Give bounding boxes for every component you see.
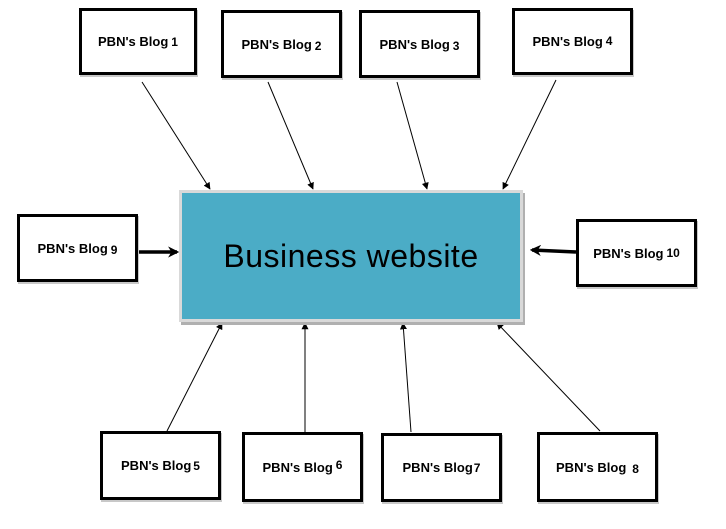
business-website-node: Business website xyxy=(179,190,523,322)
blog-node-label: PBN's Blog xyxy=(532,34,603,49)
arrow-blog-7-to-hub xyxy=(399,322,412,433)
arrow-blog-8-to-hub xyxy=(496,322,601,432)
blog-node-number: 2 xyxy=(314,39,322,53)
blog-node-label: PBN's Blog xyxy=(98,34,169,49)
blog-node-number: 5 xyxy=(193,458,200,473)
blog-node-label: PBN's Blog xyxy=(402,460,473,475)
arrow-blog-4-to-hub xyxy=(502,79,557,190)
blog-node-label: PBN's Blog xyxy=(37,240,108,256)
blog-node-label: PBN's Blog xyxy=(556,459,627,475)
arrow-blog-3-to-hub xyxy=(396,81,429,190)
blog-node-label: PBN's Blog xyxy=(379,36,450,52)
blog-node-number: 7 xyxy=(473,460,481,475)
arrow-blog-5-to-hub xyxy=(166,322,223,432)
blog-node-number: 4 xyxy=(605,33,613,48)
arrow-blog-1-to-hub xyxy=(141,81,211,190)
blog-node-label: PBN's Blog xyxy=(121,458,192,473)
business-website-label: Business website xyxy=(223,237,479,274)
arrow-blog-2-to-hub xyxy=(267,81,314,190)
blog-node-label: PBN's Blog xyxy=(262,459,333,475)
blog-node-number: 3 xyxy=(452,39,460,53)
blog-node-number: 9 xyxy=(110,243,118,257)
blog-node-number: 1 xyxy=(171,34,178,49)
blog-node-number: 6 xyxy=(335,458,343,472)
arrow-blog-10-to-hub xyxy=(529,244,577,257)
blog-node-label: PBN's Blog xyxy=(593,245,664,261)
blog-node-number: 8 xyxy=(632,462,639,476)
blog-node-number: 10 xyxy=(666,246,680,260)
blog-node-8: PBN's Blog 8 xyxy=(537,432,658,502)
blog-node-label: PBN's Blog xyxy=(241,36,312,52)
